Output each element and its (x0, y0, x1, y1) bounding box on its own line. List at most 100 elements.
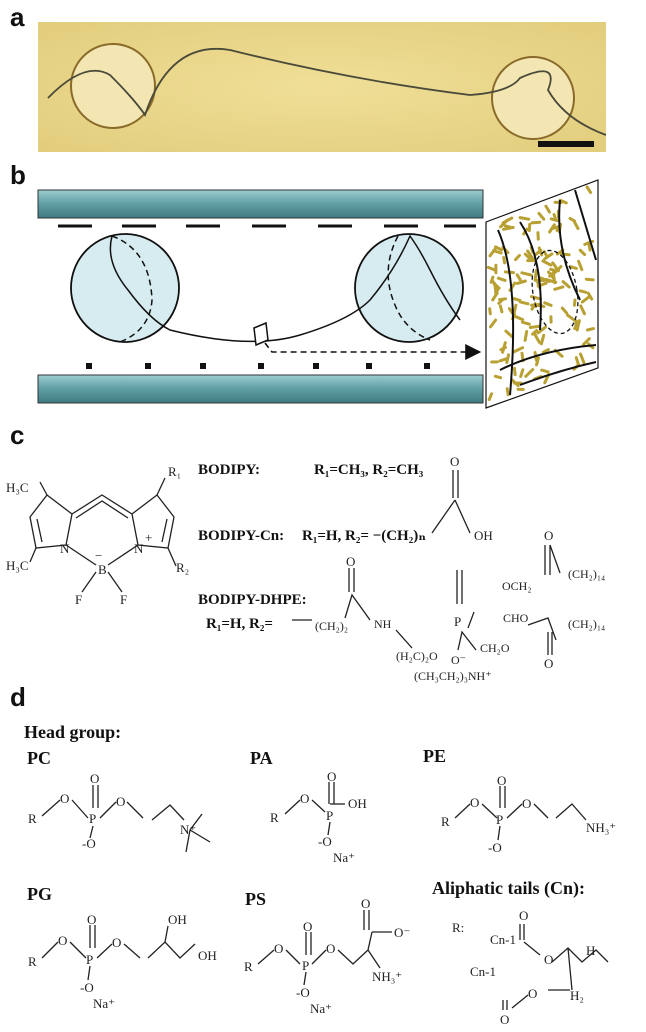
pg-na: Na⁺ (93, 996, 115, 1011)
bodipy-variants: BODIPY: R₁=CH₃, R₂=CH₃ BODIPY-Cn: R₁=H, … (198, 454, 605, 683)
ps-o2: O (326, 941, 335, 956)
lc-rod (502, 225, 515, 231)
pg-p: P (86, 952, 93, 967)
lc-rod (580, 295, 591, 304)
schematic (37, 179, 599, 409)
fiber-segment-marker (253, 321, 269, 347)
ps-na: Na⁺ (310, 1001, 332, 1016)
lc-rod (523, 330, 529, 342)
lc-rod (523, 252, 532, 260)
lc-rod (510, 378, 520, 388)
ps-o-minus: -O (296, 985, 310, 1000)
lc-rod (579, 352, 586, 365)
lc-rod (572, 298, 577, 307)
dhpe-phosphorus: P (454, 614, 461, 629)
ps-nh3: NH₃⁺ (372, 969, 402, 984)
lc-rod (515, 279, 527, 285)
pc-p: P (89, 811, 96, 826)
lc-rod (513, 366, 517, 377)
lc-rod (518, 216, 531, 221)
lc-rod (496, 276, 507, 282)
lc-rod (519, 368, 525, 378)
lc-rod (498, 304, 504, 314)
pc-o2: O (116, 794, 125, 809)
dhpe-nh: NH (374, 617, 392, 631)
lc-rod (539, 333, 546, 346)
lc-rod (537, 212, 546, 221)
pa-oh: OH (348, 796, 367, 811)
tails-r: R: (452, 920, 464, 935)
pe-r: R (441, 814, 450, 829)
lc-rod (534, 248, 543, 256)
lc-rod (505, 353, 511, 364)
zoom-arrow (264, 342, 482, 360)
vesicle-left (70, 233, 180, 343)
lc-rod (515, 273, 522, 282)
lc-rod (526, 249, 535, 261)
dhpe-tail-top: (CH₂)₁₄ (568, 567, 605, 581)
pa-o-minus: -O (318, 834, 332, 849)
row-cn-name: BODIPY-Cn: (198, 528, 284, 544)
pe-nh3: NH₃⁺ (586, 820, 616, 835)
plus-charge: + (145, 530, 152, 545)
bodipy-core: H₃C H₃C R₁ R₂ N N + B − F F (6, 464, 189, 607)
lc-rod (520, 320, 531, 326)
head-pg: PG R O P O O OH OH -O Na⁺ (27, 884, 217, 1011)
lc-rod (584, 277, 595, 282)
tails-h2: H₂ (570, 988, 584, 1003)
lc-rod (553, 285, 565, 291)
lc-rod (578, 248, 587, 257)
lc-rod (552, 268, 560, 275)
lc-rod (558, 198, 568, 205)
lc-rod (577, 259, 584, 272)
tails-cn1: Cn-1 (490, 932, 516, 947)
ps-p: P (302, 958, 309, 973)
pg-o-minus: -O (80, 980, 94, 995)
ps-o-double: O (303, 919, 312, 934)
vesicle-right (354, 233, 464, 343)
pg-o1: O (58, 933, 67, 948)
lc-rod (501, 341, 507, 354)
lc-rod (541, 348, 550, 354)
pa-o-double: O (327, 769, 336, 784)
lc-rod (507, 307, 514, 315)
pa-na: Na⁺ (333, 850, 355, 865)
row-cn-formula: R₁=H, R₂= −(CH₂)ₙ (302, 528, 426, 544)
dhpe-cho: CHO (503, 611, 529, 625)
lc-rod (492, 249, 503, 255)
lc-rod (499, 218, 509, 229)
pc-o-minus: -O (82, 836, 96, 851)
tails-o4: O (528, 986, 537, 1001)
lc-rod (539, 276, 551, 283)
lc-rod (551, 272, 557, 285)
lc-rod (530, 220, 542, 225)
lc-rod (489, 275, 495, 284)
f-left-label: F (75, 592, 82, 607)
lc-rod (513, 303, 518, 313)
lc-rod (568, 216, 576, 223)
dhpe-counterion: (CH₃CH₂)₃NH⁺ (414, 669, 492, 683)
lc-rod (544, 204, 551, 214)
lc-rod (585, 185, 593, 194)
pg-oh2: OH (198, 948, 217, 963)
top-plate (37, 189, 484, 219)
cn-oh: OH (474, 528, 493, 543)
minus-charge: − (95, 548, 102, 563)
ps-carbonyl-o: O (361, 896, 370, 911)
pa-r: R (270, 810, 279, 825)
pc-o1: O (60, 791, 69, 806)
dhpe-o-minus: O⁻ (451, 653, 466, 667)
fiber-image (47, 48, 607, 136)
lc-rod (512, 346, 525, 354)
dhpe-ch2o: CH₂O (480, 641, 510, 655)
head-pe: PE R O P O O -O NH₃⁺ (423, 746, 616, 855)
f-right-label: F (120, 592, 127, 607)
dhpe-ester-o-bottom: O (544, 656, 553, 671)
dhpe-tail-bottom: (CH₂)₁₄ (568, 617, 605, 631)
lc-rod (528, 324, 542, 329)
tails-o2: O (544, 952, 553, 967)
lc-rod (543, 301, 553, 307)
pg-r: R (28, 954, 37, 969)
lc-rod (543, 252, 554, 261)
